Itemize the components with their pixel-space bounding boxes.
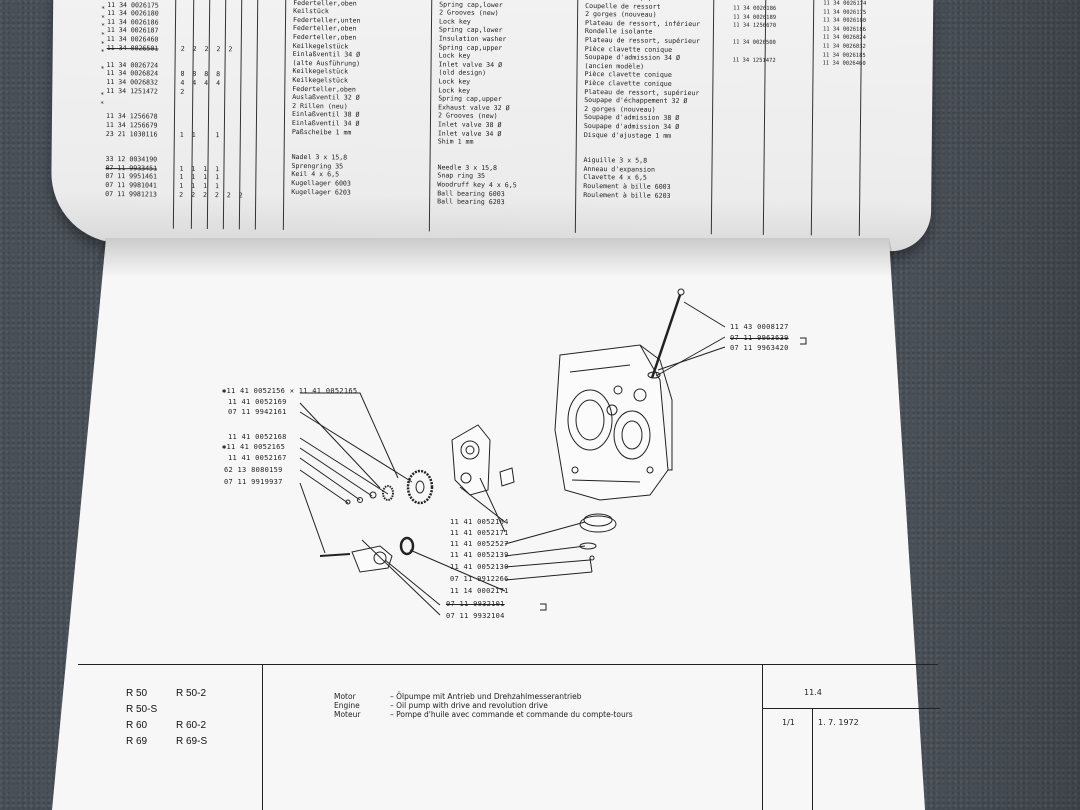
callout-bottom-9: 07 11 9932104 — [446, 612, 505, 620]
callout-bottom-8: 07 11 9932101 — [446, 600, 505, 608]
callout-bottom-7: 11 14 0002171 — [450, 587, 509, 595]
group-fr: Moteur — [334, 710, 361, 719]
callout-left-2: 11 41 0052169 — [228, 398, 287, 406]
footer-divider-1 — [262, 664, 263, 810]
callout-right-3: 07 11 9963420 — [730, 344, 789, 352]
sheet-number: 1/1 — [782, 718, 795, 727]
group-labels: Motor Engine Moteur — [334, 692, 360, 719]
callout-left-3: 07 11 9942161 — [228, 408, 287, 416]
model-item: R 69 — [126, 736, 148, 747]
callout-bottom-5: 11 41 0052130 — [450, 563, 509, 571]
callout-left-5: ✱11 41 0052165 — [222, 443, 286, 451]
pump-cover — [579, 513, 617, 533]
model-item: R 50 — [126, 688, 148, 699]
footer-divider-2 — [762, 664, 763, 810]
callout-left-6: 11 41 0052167 — [228, 454, 287, 462]
callout-bottom-2: 11 41 0052171 — [450, 529, 509, 537]
callout-bottom-3: 11 41 0052527 — [450, 540, 509, 548]
title-fr: – Pompe d'huile avec commande et command… — [390, 710, 633, 719]
tacho-drive-housing — [351, 545, 393, 573]
callout-bottom-6: 07 11 9912266 — [450, 575, 509, 583]
small-gear — [382, 485, 394, 501]
model-item: R 69-S — [176, 736, 208, 747]
pump-housing — [451, 424, 491, 496]
carpet-background — [920, 0, 1080, 810]
callout-left-8: 07 11 9919937 — [224, 478, 283, 486]
callout-right-2: 07 11 9963639 — [730, 334, 789, 342]
model-item: R 50-2 — [176, 688, 207, 699]
callout-left-7: 62 13 8080159 — [224, 466, 283, 474]
model-item — [176, 704, 207, 720]
issue-date: 1. 7. 1972 — [818, 718, 859, 727]
group-en: Engine — [334, 701, 360, 710]
footer-mid-rule — [762, 708, 940, 709]
model-list-1: R 50 R 50-S R 60 R 69 — [126, 688, 157, 752]
drive-gear — [406, 469, 434, 505]
title-en: – Oil pump with drive and revolution dri… — [390, 701, 548, 710]
callout-bottom-4: 11 41 0052139 — [450, 551, 509, 559]
lower-page — [52, 238, 925, 810]
page-fold-shadow — [88, 238, 898, 278]
group-de: Motor — [334, 692, 356, 701]
callout-left-1: ✱11 41 0052156 ✕ 11 41 0052165 — [222, 387, 358, 395]
title-de: – Ölpumpe mit Antrieb und Drehzahlmesser… — [390, 692, 582, 701]
title-block: – Ölpumpe mit Antrieb und Drehzahlmesser… — [390, 692, 633, 719]
model-list-2: R 50-2 R 60-2 R 69-S — [176, 688, 207, 752]
dipstick — [650, 294, 682, 379]
seal-ring — [399, 536, 415, 556]
callout-right-1: 11 43 0008127 — [730, 323, 789, 331]
model-item: R 50-S — [126, 704, 158, 715]
model-item: R 60 — [126, 720, 148, 731]
footer-top-rule — [78, 664, 938, 665]
section-number: 11.4 — [804, 688, 822, 697]
footer-divider-3 — [812, 708, 813, 810]
callout-bottom-1: 11 41 0052164 — [450, 518, 509, 526]
engine-housing — [554, 344, 673, 501]
model-item: R 60-2 — [176, 720, 207, 731]
callout-left-4: 11 41 0052168 — [228, 433, 287, 441]
